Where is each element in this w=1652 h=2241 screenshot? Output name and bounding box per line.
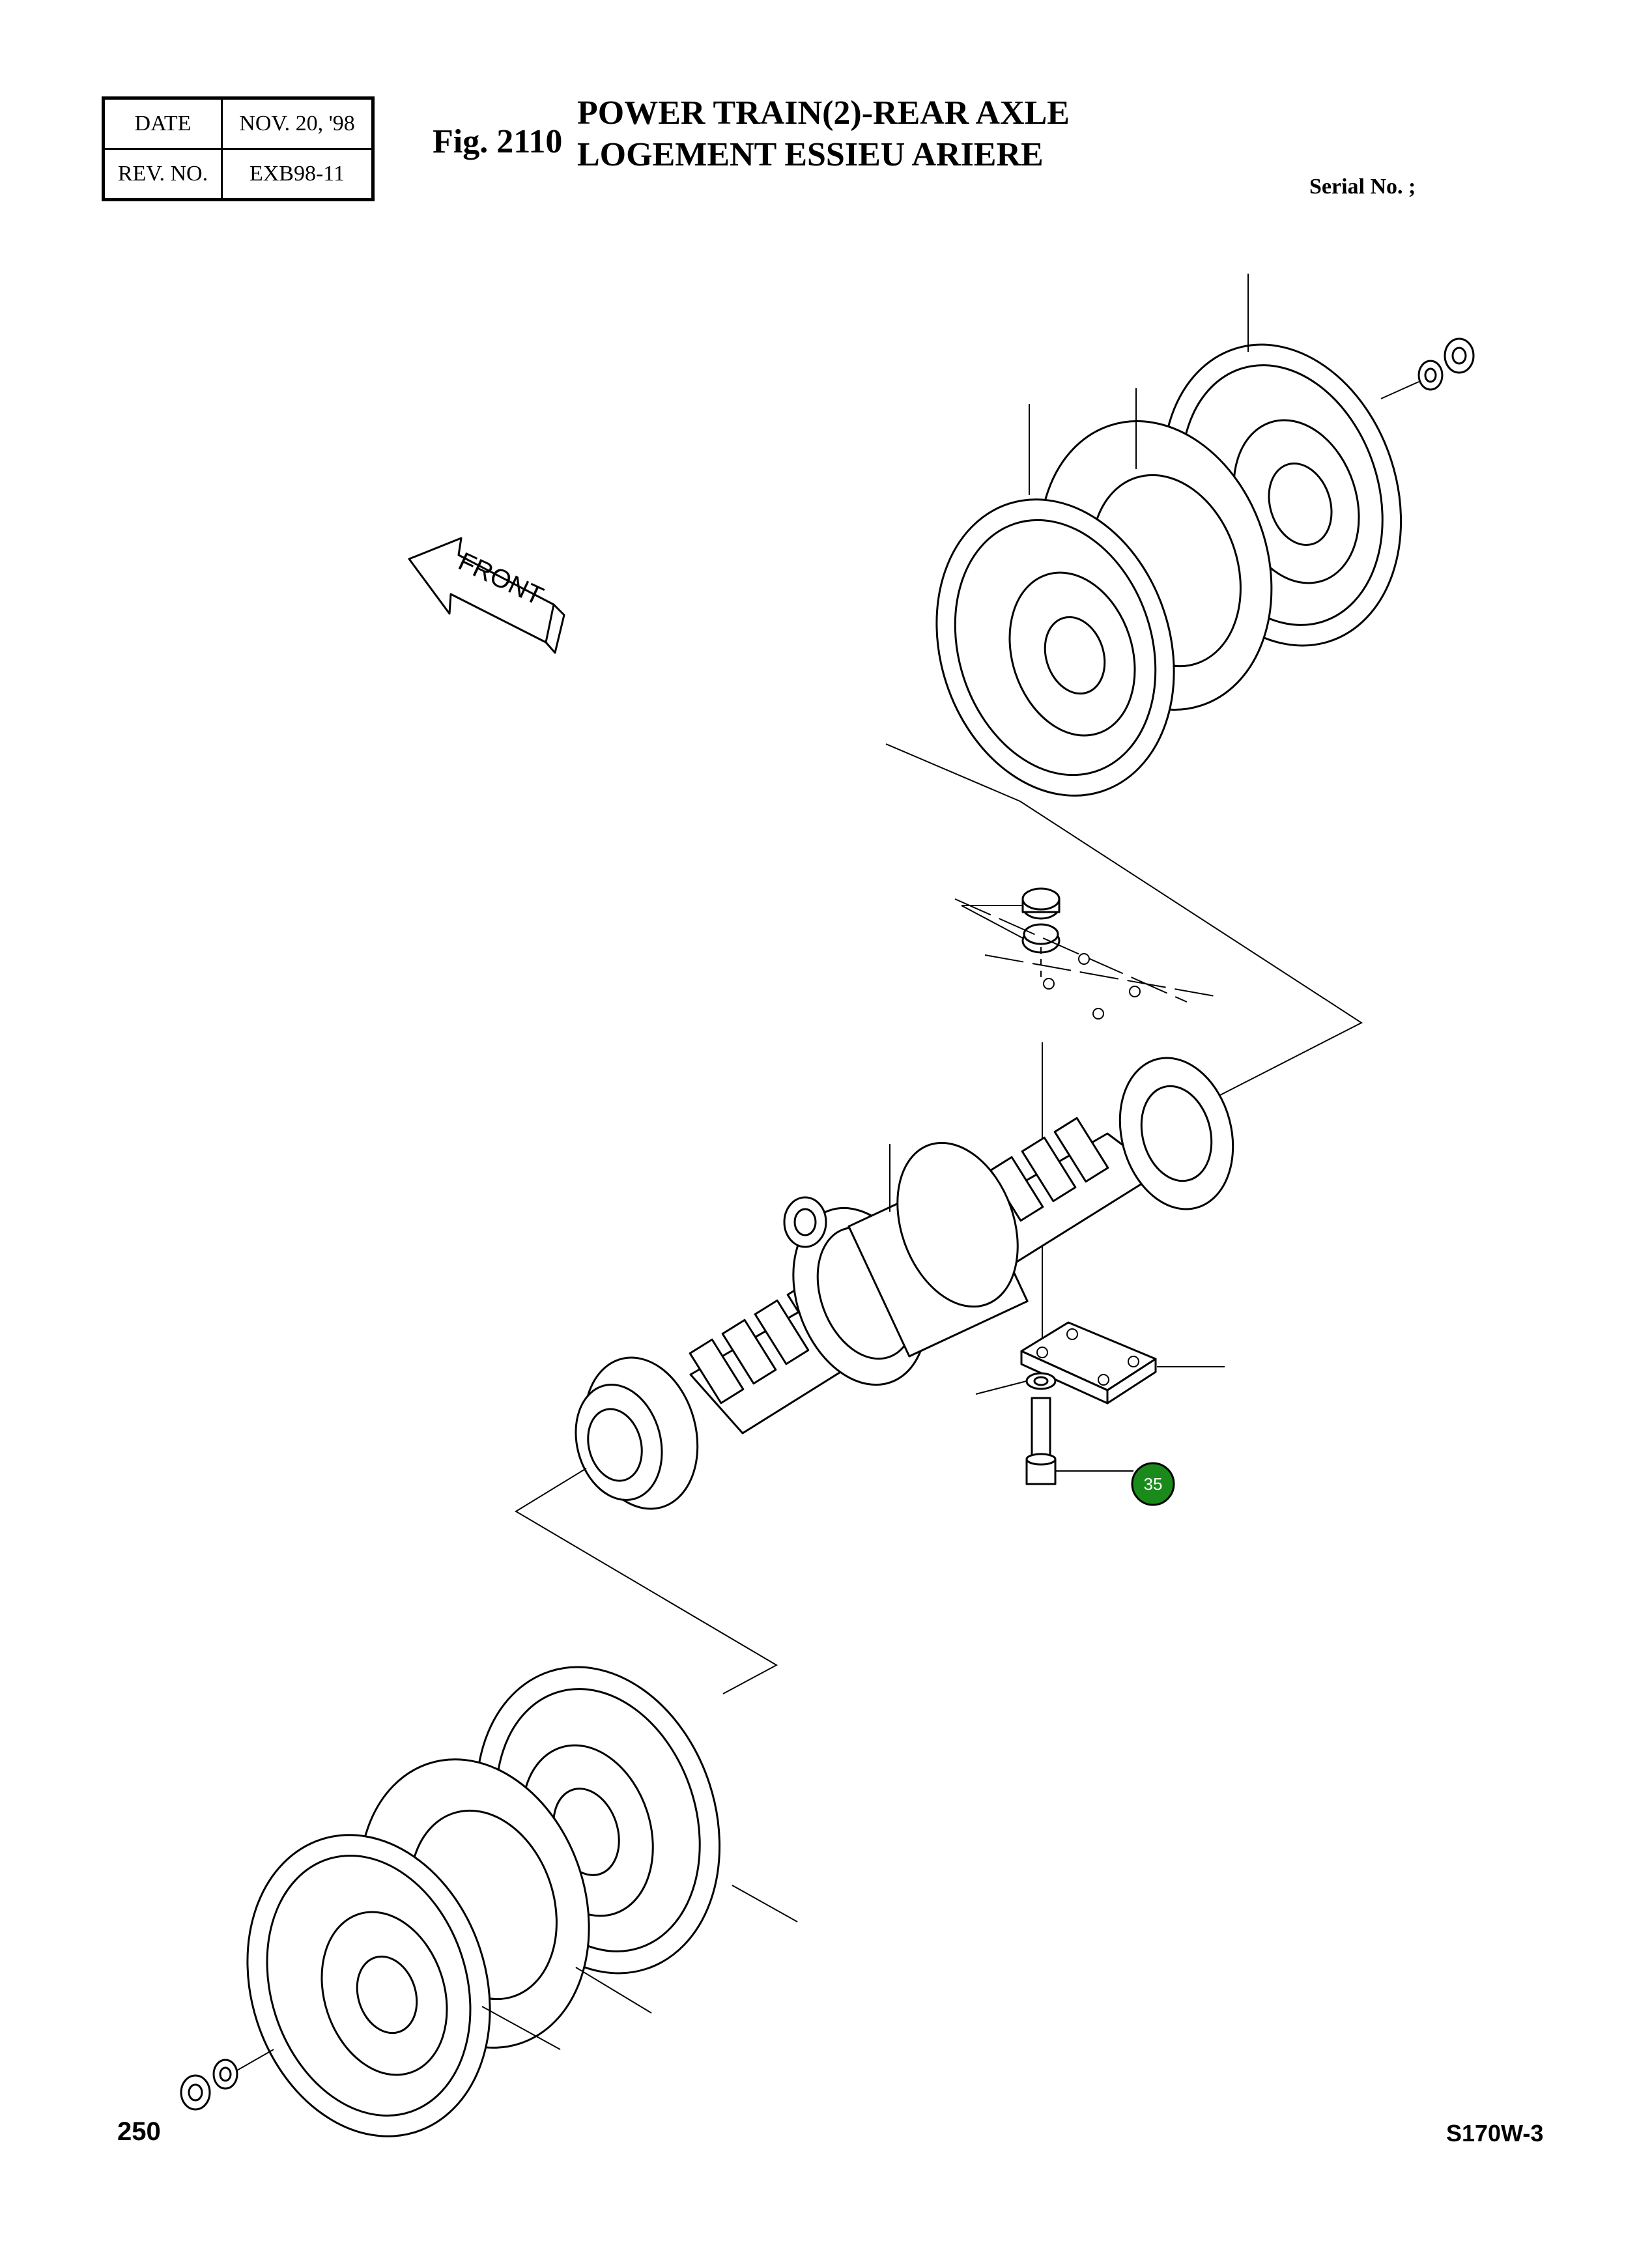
wheel-nut-icon	[1444, 337, 1475, 374]
lower-wheel-assembly	[180, 1666, 798, 2137]
figure-title-line1: POWER TRAIN(2)-REAR AXLE	[577, 94, 1070, 132]
washer-icon	[1025, 1372, 1057, 1390]
washer-icon	[1417, 360, 1444, 391]
front-arrow-icon: FRONT	[408, 537, 565, 654]
assembly-bracket-line	[885, 743, 1363, 1108]
revision-table: DATE NOV. 20, '98 REV. NO. EXB98-11	[102, 96, 375, 201]
page-number: 250	[117, 2117, 161, 2146]
callout-35[interactable]: 35	[1131, 1462, 1175, 1506]
input-yoke-icon	[783, 1196, 827, 1248]
rev-label: REV. NO.	[102, 148, 223, 201]
mount-nut-icon	[1021, 887, 1061, 920]
mounting-plate-group	[975, 1321, 1225, 1485]
date-value: NOV. 20, '98	[221, 97, 374, 150]
date-label: DATE	[102, 97, 223, 150]
upper-wheel-assembly	[935, 274, 1475, 797]
washer-icon	[212, 2059, 238, 2090]
bolt-icon	[1025, 1397, 1057, 1485]
figure-title-line2: LOGEMENT ESSIEU ARIERE	[577, 136, 1044, 173]
figure-number: Fig. 2110	[433, 123, 563, 160]
axle-housing	[575, 1057, 1234, 1510]
right-hub-icon	[1118, 1057, 1234, 1210]
axle-mount-hardware	[954, 887, 1219, 1349]
wheel-nut-icon	[180, 2074, 211, 2111]
figure-title: POWER TRAIN(2)-REAR AXLE LOGEMENT ESSIEU…	[577, 93, 1070, 176]
serial-number-label: Serial No. ;	[1309, 175, 1416, 199]
model-code: S170W-3	[1446, 2120, 1544, 2147]
axle-ribs-right	[988, 1117, 1109, 1222]
lower-bracket-line	[515, 1468, 778, 1694]
callout-35-label: 35	[1144, 1474, 1163, 1494]
left-hub-icon	[575, 1356, 699, 1510]
rev-value: EXB98-11	[221, 148, 374, 201]
